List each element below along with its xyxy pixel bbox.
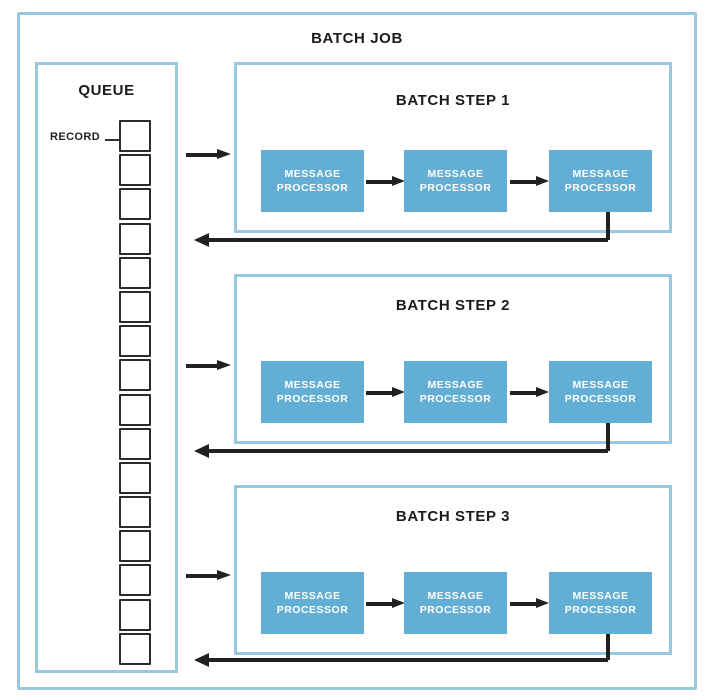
message-processor-box: MESSAGE PROCESSOR xyxy=(261,150,364,212)
processor-chain-arrow-icon xyxy=(366,598,406,608)
record-box xyxy=(119,154,151,187)
batch-step-1-processor-row: MESSAGE PROCESSOR MESSAGE PROCESSOR MESS… xyxy=(261,150,652,212)
message-processor-line-2: PROCESSOR xyxy=(276,182,349,194)
batch-step-1-panel xyxy=(234,62,672,233)
record-box xyxy=(119,598,151,631)
record-label: RECORD xyxy=(50,131,101,143)
record-box xyxy=(119,222,151,255)
message-processor-line-1: MESSAGE xyxy=(572,589,629,602)
batch-step-2-processor-row: MESSAGE PROCESSOR MESSAGE PROCESSOR MESS… xyxy=(261,361,652,423)
message-processor-line-1: MESSAGE xyxy=(427,167,484,180)
message-processor-line-2: PROCESSOR xyxy=(564,182,637,194)
message-processor-line-2: PROCESSOR xyxy=(419,393,492,405)
batch-job-title: BATCH JOB xyxy=(311,30,403,47)
processor-chain-arrow-icon xyxy=(510,598,550,608)
batch-step-3-processor-row: MESSAGE PROCESSOR MESSAGE PROCESSOR MESS… xyxy=(261,572,652,634)
message-processor-line-1: MESSAGE xyxy=(572,378,629,391)
record-box xyxy=(119,120,151,152)
message-processor-box: MESSAGE PROCESSOR xyxy=(549,361,652,423)
message-processor-line-1: MESSAGE xyxy=(284,378,341,391)
batch-step-1-title: BATCH STEP 1 xyxy=(395,92,511,109)
message-processor-box: MESSAGE PROCESSOR xyxy=(549,150,652,212)
batch-step-3-panel xyxy=(234,485,672,655)
record-box xyxy=(119,188,151,221)
record-box xyxy=(119,564,151,597)
message-processor-line-2: PROCESSOR xyxy=(564,604,637,616)
message-processor-box: MESSAGE PROCESSOR xyxy=(404,361,507,423)
message-processor-box: MESSAGE PROCESSOR xyxy=(261,572,364,634)
message-processor-box: MESSAGE PROCESSOR xyxy=(261,361,364,423)
batch-step-2-title: BATCH STEP 2 xyxy=(395,297,511,314)
message-processor-line-2: PROCESSOR xyxy=(564,393,637,405)
record-box xyxy=(119,393,151,426)
message-processor-box: MESSAGE PROCESSOR xyxy=(404,572,507,634)
queue-to-step-2-arrow-icon xyxy=(186,360,232,371)
queue-record-stack xyxy=(119,120,153,667)
message-processor-line-1: MESSAGE xyxy=(284,167,341,180)
message-processor-line-1: MESSAGE xyxy=(284,589,341,602)
message-processor-line-1: MESSAGE xyxy=(427,378,484,391)
record-box xyxy=(119,496,151,529)
processor-chain-arrow-icon xyxy=(510,176,550,186)
message-processor-line-1: MESSAGE xyxy=(427,589,484,602)
message-processor-line-2: PROCESSOR xyxy=(276,604,349,616)
queue-to-step-1-arrow-icon xyxy=(186,149,232,160)
record-box xyxy=(119,461,151,494)
message-processor-line-1: MESSAGE xyxy=(572,167,629,180)
record-box xyxy=(119,359,151,392)
message-processor-box: MESSAGE PROCESSOR xyxy=(404,150,507,212)
record-box xyxy=(119,290,151,323)
record-box xyxy=(119,256,151,289)
record-leader-line xyxy=(105,139,119,141)
queue-panel xyxy=(35,62,178,673)
record-box xyxy=(119,325,151,358)
message-processor-line-2: PROCESSOR xyxy=(276,393,349,405)
queue-title: QUEUE xyxy=(78,82,135,99)
processor-chain-arrow-icon xyxy=(366,387,406,397)
batch-step-3-title: BATCH STEP 3 xyxy=(395,508,511,525)
batch-job-frame xyxy=(17,12,697,690)
record-box xyxy=(119,632,151,665)
record-box xyxy=(119,427,151,460)
message-processor-box: MESSAGE PROCESSOR xyxy=(549,572,652,634)
message-processor-line-2: PROCESSOR xyxy=(419,604,492,616)
batch-step-2-panel xyxy=(234,274,672,444)
processor-chain-arrow-icon xyxy=(510,387,550,397)
record-box xyxy=(119,530,151,563)
message-processor-line-2: PROCESSOR xyxy=(419,182,492,194)
processor-chain-arrow-icon xyxy=(366,176,406,186)
queue-to-step-3-arrow-icon xyxy=(186,570,232,581)
